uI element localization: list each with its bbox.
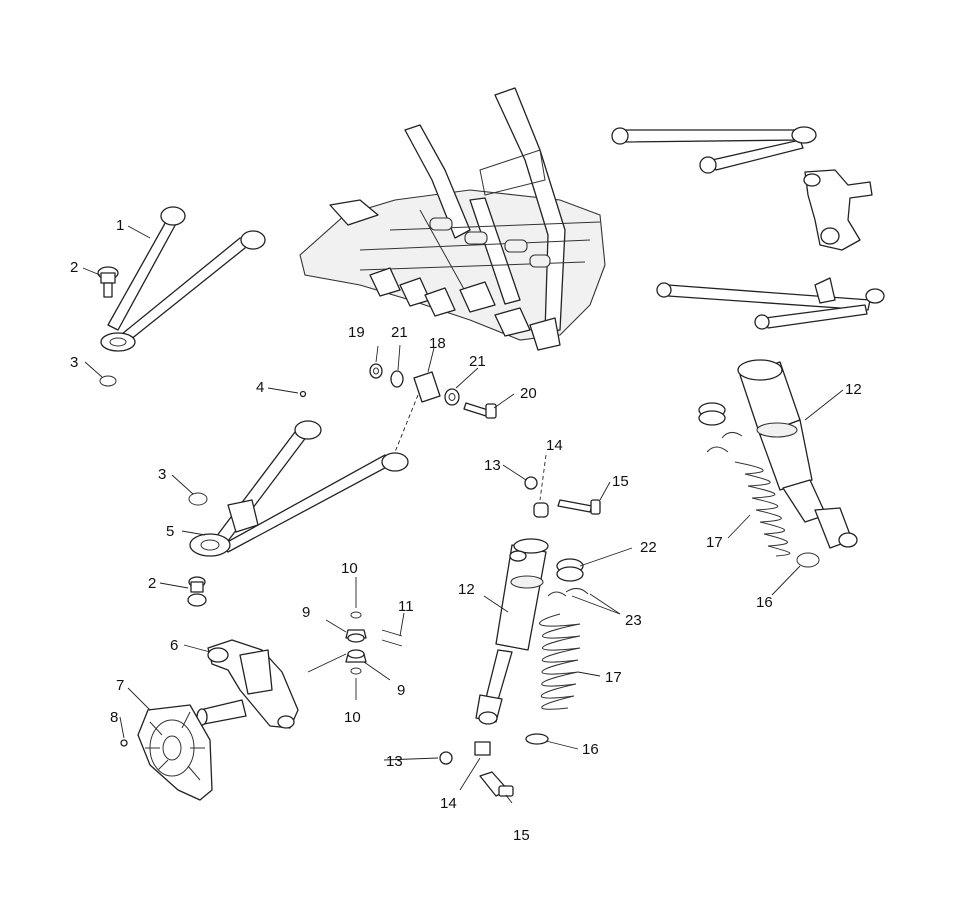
callout-6: 6 (170, 637, 178, 654)
lower-a-arm-right (656, 277, 885, 330)
coil-spring-right (734, 461, 791, 557)
lower-a-arm-left (189, 420, 409, 557)
callout-16-right: 16 (756, 594, 773, 611)
screw-guard (120, 739, 128, 747)
spring-adjuster-right (698, 402, 726, 426)
ball-joint-lower (187, 576, 207, 607)
callout-19: 19 (348, 324, 365, 341)
bolts-spacers-center (439, 454, 601, 797)
callout-14-bottom: 14 (440, 795, 457, 812)
upper-a-arm-left (100, 206, 266, 352)
steering-knuckle-left (196, 639, 299, 729)
spring-clip-16-right (796, 552, 820, 568)
spring-clip-16-center (525, 733, 549, 745)
callout-9-bottom: 9 (397, 682, 405, 699)
callout-11: 11 (398, 598, 414, 615)
brake-disc-guard (137, 704, 213, 801)
callout-numbers: 1 2 3 4 3 5 2 6 7 8 10 9 11 9 10 19 21 1… (70, 217, 862, 844)
callout-10-bottom: 10 (344, 709, 361, 726)
callout-15-bottom: 15 (513, 827, 530, 844)
callout-22: 22 (640, 539, 657, 556)
steering-knuckle-right (803, 169, 873, 251)
screw-small (299, 390, 307, 398)
spring-retainers-right (706, 432, 743, 453)
callout-10-top: 10 (341, 560, 358, 577)
upper-a-arm-right (611, 126, 817, 174)
callout-21-right: 21 (469, 353, 486, 370)
leader-lines (82, 225, 844, 804)
spring-retainers-23 (547, 588, 589, 597)
callout-23: 23 (625, 612, 642, 629)
snap-ring-lower (188, 492, 208, 506)
callout-4: 4 (256, 379, 264, 396)
callout-21-left: 21 (391, 324, 408, 341)
bushing-parts (369, 363, 497, 453)
callout-15-top: 15 (612, 473, 629, 490)
callout-14-top: 14 (546, 437, 563, 454)
callout-20: 20 (520, 385, 537, 402)
ball-joint-upper (97, 266, 119, 298)
spring-adjuster-22 (556, 558, 584, 582)
shock-absorber-center (475, 502, 549, 725)
callout-1: 1 (116, 217, 124, 234)
coil-spring-center (539, 613, 581, 710)
callout-13-top: 13 (484, 457, 501, 474)
shock-absorber-right (737, 359, 858, 549)
callout-3-lower: 3 (158, 466, 166, 483)
callout-2-upper: 2 (70, 259, 78, 276)
vehicle-frame (299, 87, 606, 351)
callout-16-center: 16 (582, 741, 599, 758)
callout-12-right: 12 (845, 381, 862, 398)
callout-7: 7 (116, 677, 124, 694)
callout-2-lower: 2 (148, 575, 156, 592)
callout-17-center: 17 (605, 669, 622, 686)
callout-13-bottom: 13 (386, 753, 403, 770)
callout-9-top: 9 (302, 604, 310, 621)
callout-3-upper: 3 (70, 354, 78, 371)
callout-5: 5 (166, 523, 174, 540)
callout-12-center: 12 (458, 581, 475, 598)
callout-18: 18 (429, 335, 446, 352)
callout-17-right: 17 (706, 534, 723, 551)
hardware-nuts-washers (345, 611, 403, 675)
snap-ring-upper (99, 375, 117, 387)
callout-8: 8 (110, 709, 118, 726)
